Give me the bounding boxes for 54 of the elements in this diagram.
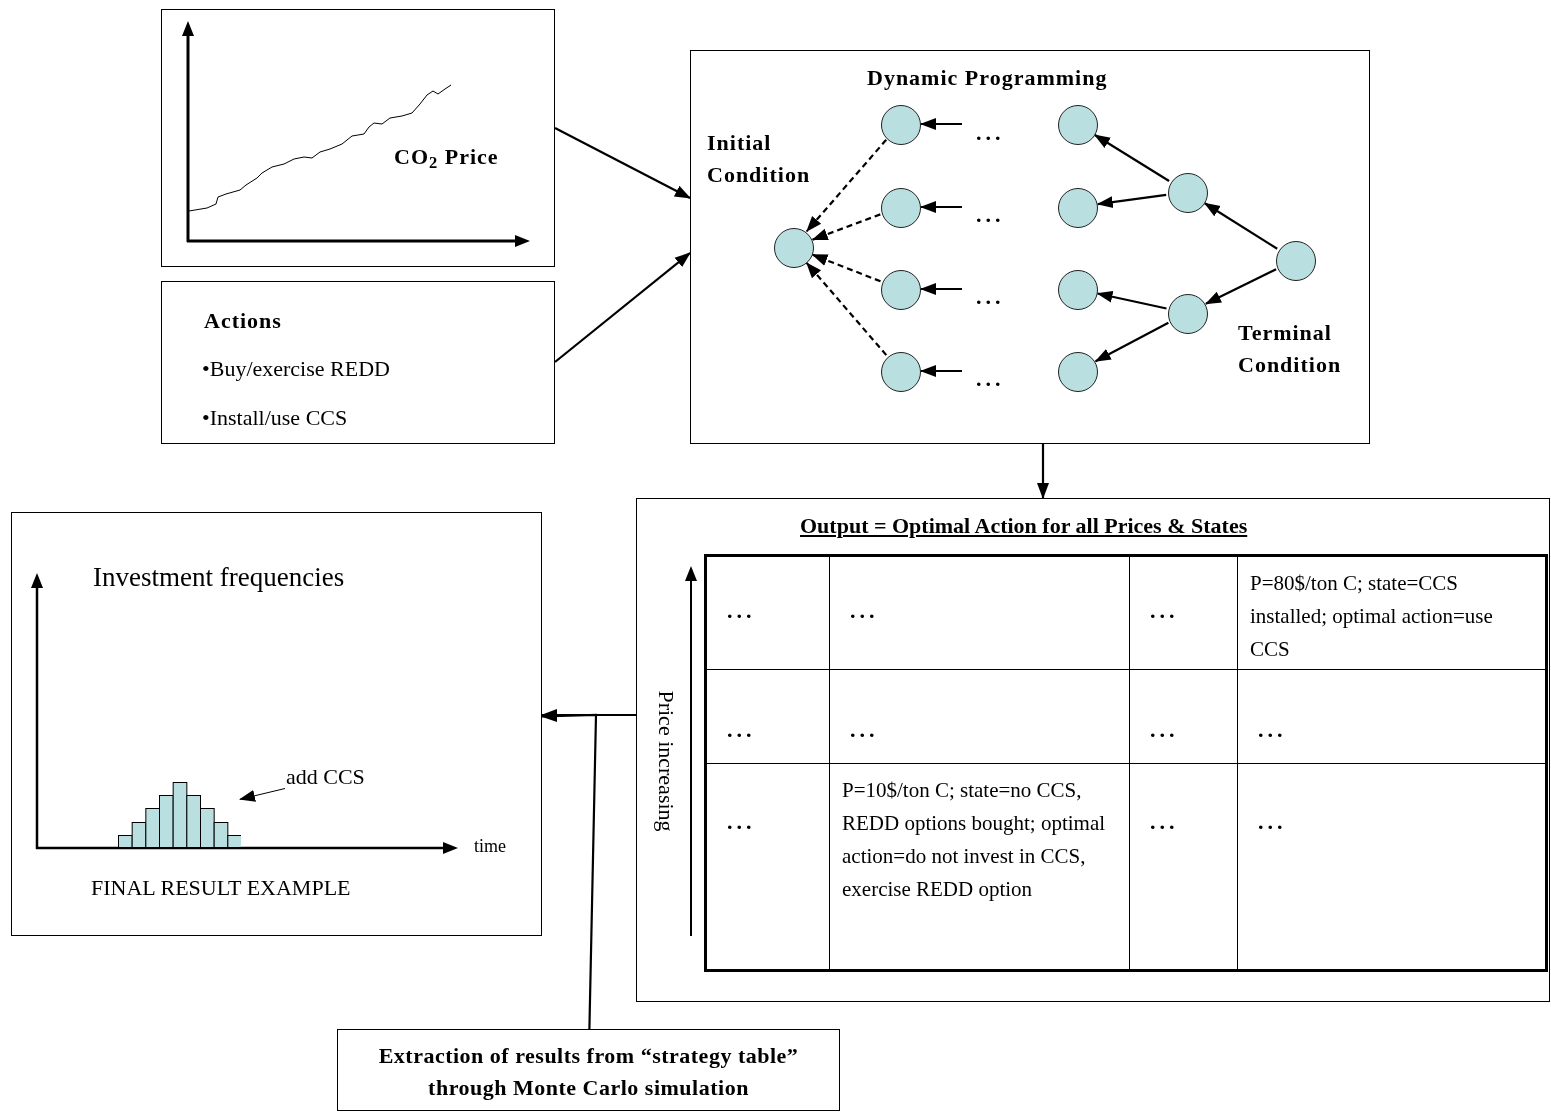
price-chart-panel bbox=[161, 9, 555, 267]
arrow bbox=[1037, 444, 1049, 499]
arrow bbox=[920, 118, 962, 130]
axis-label: time bbox=[474, 835, 506, 858]
ellipsis: ... bbox=[1150, 718, 1179, 742]
bullet-text: •Buy/exercise REDD bbox=[202, 355, 390, 383]
ellipsis: ... bbox=[976, 203, 1005, 227]
ellipsis: ... bbox=[727, 718, 756, 742]
ellipsis: ... bbox=[976, 121, 1005, 145]
output-panel bbox=[636, 498, 1550, 1002]
ellipsis: ... bbox=[976, 285, 1005, 309]
ellipsis: ... bbox=[1150, 810, 1179, 834]
ellipsis: ... bbox=[850, 718, 879, 742]
chart-title: Investment frequencies bbox=[93, 561, 345, 594]
axis-label: Price increasing bbox=[653, 690, 679, 832]
box-heading: Actions bbox=[204, 307, 282, 335]
arrow bbox=[920, 201, 962, 213]
panel-title: Dynamic Programming bbox=[867, 64, 1108, 92]
arrow bbox=[1205, 268, 1277, 305]
bullet-text: •Install/use CCS bbox=[202, 404, 348, 432]
table-text: P=10$/ton C; state=no CCS, REDD options bought; optimal action=do not invest in CCS, exercise REDD option bbox=[842, 777, 1107, 903]
callout-label: add CCS bbox=[286, 763, 391, 791]
table-text: P=80$/ton C; state=CCS installed; optimal action=use CCS bbox=[1250, 570, 1494, 663]
dynamic-programming-panel bbox=[690, 50, 1370, 444]
arrow bbox=[554, 252, 691, 363]
panel-title: Output = Optimal Action for all Prices & States bbox=[800, 512, 1248, 540]
actions-box bbox=[161, 281, 555, 444]
ellipsis: ... bbox=[727, 810, 756, 834]
arrow bbox=[541, 710, 598, 1030]
ellipsis: ... bbox=[850, 599, 879, 623]
ellipsis: ... bbox=[976, 367, 1005, 391]
result-chart-panel bbox=[11, 512, 542, 936]
arrow bbox=[1203, 202, 1278, 250]
dashed-arrow bbox=[805, 262, 888, 356]
box-text: Extraction of results from “strategy table” through Monte Carlo simulation bbox=[377, 1042, 800, 1102]
arrow bbox=[1094, 321, 1169, 363]
arrow bbox=[1094, 134, 1170, 182]
arrow bbox=[1096, 290, 1167, 310]
arrow bbox=[239, 788, 286, 802]
node-caption: Terminal Condition bbox=[1238, 319, 1343, 379]
dashed-arrow bbox=[805, 139, 888, 232]
histogram-drawing bbox=[118, 782, 241, 848]
arrow bbox=[554, 127, 691, 199]
chart-title: CO$_{2}$ Price bbox=[394, 143, 499, 173]
ellipsis: ... bbox=[1258, 718, 1287, 742]
arrow bbox=[920, 283, 962, 295]
ellipsis: ... bbox=[727, 599, 756, 623]
arrow bbox=[1096, 193, 1167, 209]
chart-caption: FINAL RESULT EXAMPLE bbox=[91, 874, 351, 902]
arrow bbox=[920, 365, 962, 377]
node-caption: Initial Condition bbox=[707, 129, 812, 189]
ellipsis: ... bbox=[1258, 810, 1287, 834]
process-box bbox=[337, 1029, 840, 1111]
ellipsis: ... bbox=[1150, 599, 1179, 623]
